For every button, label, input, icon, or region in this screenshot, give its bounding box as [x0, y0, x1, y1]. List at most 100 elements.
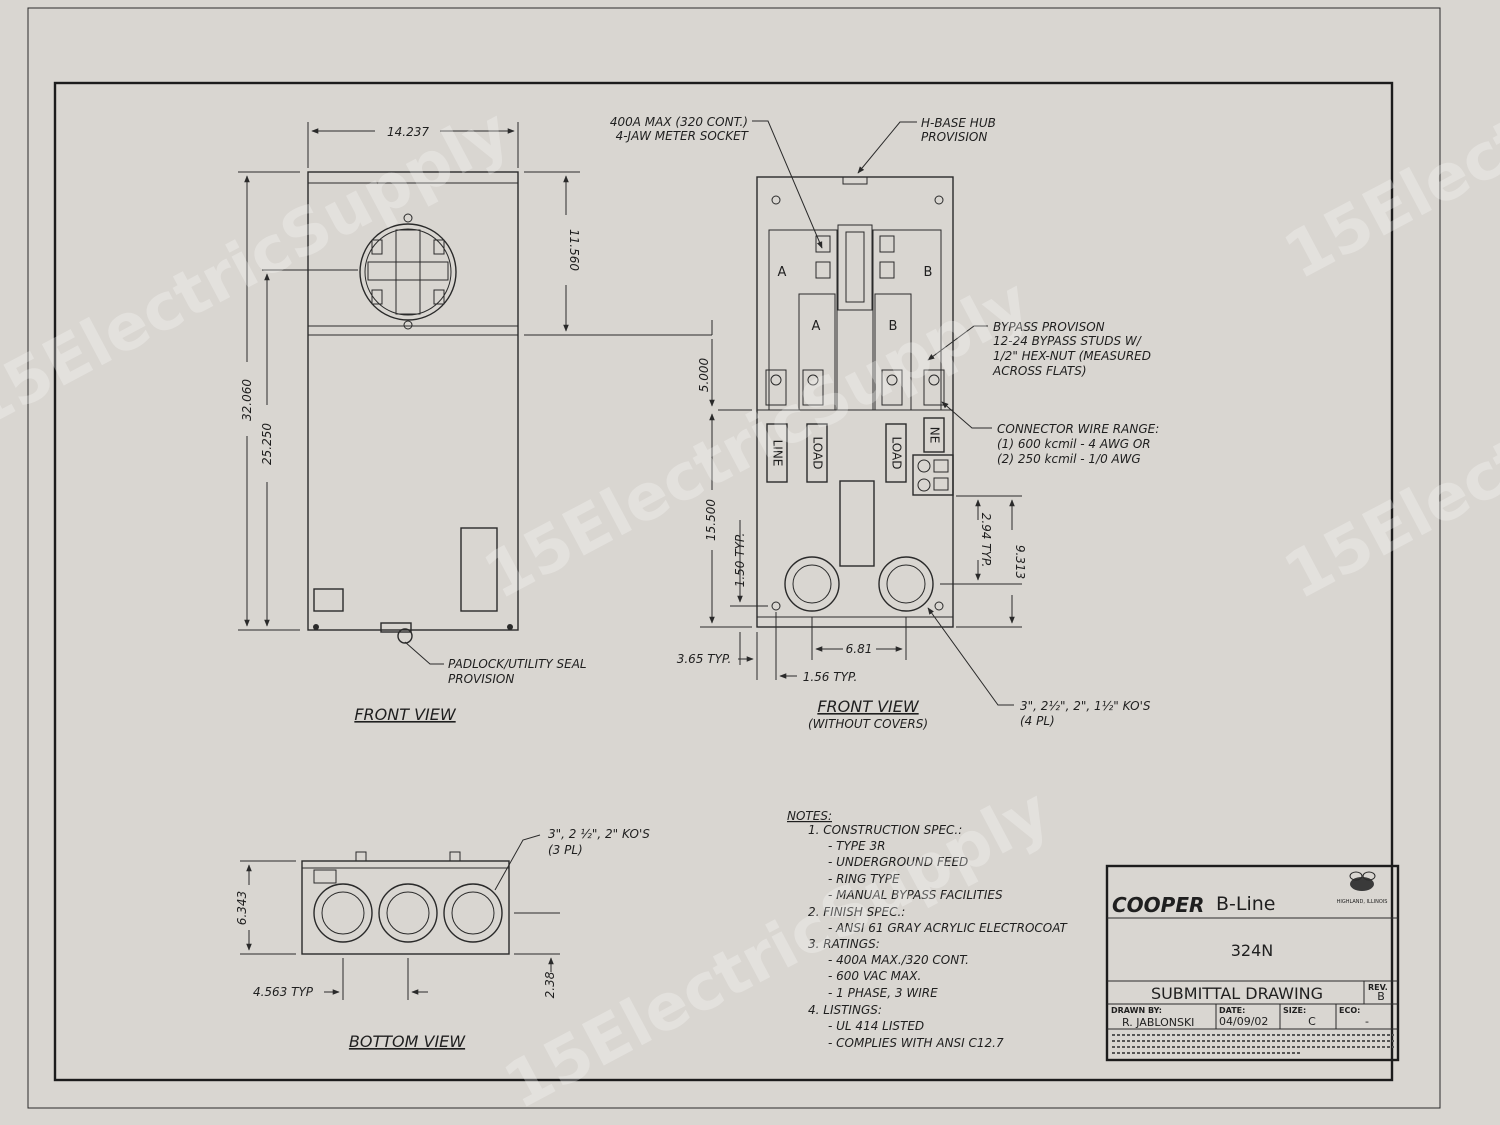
neutral-terminal-block — [912, 454, 954, 496]
terminal-label-b2: B — [889, 319, 898, 334]
padlock-note-line-2: PROVISION — [448, 672, 514, 686]
note-line-1: 1. CONSTRUCTION SPEC.: — [808, 823, 962, 837]
label-window — [460, 527, 498, 612]
drawn-by-value: R. JABLONSKI — [1122, 1016, 1194, 1029]
date-value: 04/09/02 — [1219, 1015, 1268, 1028]
note-line-8: 3. RATINGS: — [808, 937, 880, 951]
bee-logo-icon — [1349, 871, 1376, 891]
note-line-7: - ANSI 61 GRAY ACRYLIC ELECTROCOAT — [828, 921, 1069, 935]
note-line-13: - UL 414 LISTED — [828, 1019, 924, 1033]
brand-logo: COOPER — [1112, 893, 1204, 917]
dim-15500-text: 15.500 — [704, 499, 718, 541]
front-view-title: FRONT VIEW — [354, 705, 457, 724]
notes-heading: NOTES: — [787, 809, 832, 823]
terminal-label-a2: A — [812, 319, 821, 334]
drawing-type: SUBMITTAL DRAWING — [1151, 984, 1323, 1003]
padlock-hasp-icon — [380, 622, 413, 644]
lug-neutral: NE — [923, 417, 945, 453]
outer-border — [27, 7, 1441, 1109]
note-line-10: - 600 VAC MAX. — [828, 969, 921, 983]
note-line-12: 4. LISTINGS: — [808, 1003, 882, 1017]
drawn-by-label: DRAWN BY: — [1111, 1006, 1162, 1015]
callout-bypass-line-2: 12-24 BYPASS STUDS W/ — [993, 334, 1143, 348]
meter-ring-icon — [359, 213, 457, 330]
callout-bypass-line-4: ACROSS FLATS) — [992, 364, 1087, 378]
dim-5000-text: 5.000 — [697, 357, 711, 392]
callout-connector-line-1: CONNECTOR WIRE RANGE: — [997, 422, 1159, 436]
bottom-knockout-3-icon — [443, 883, 503, 943]
eco-label: ECO: — [1339, 1006, 1360, 1015]
svg-text:15ElectricSupply: 15ElectricSupply — [0, 95, 522, 444]
dim-150-text: 1.50 TYP. — [733, 533, 747, 588]
note-line-5: - MANUAL BYPASS FACILITIES — [828, 888, 1003, 902]
dim-socket-text: 11.560 — [567, 229, 581, 271]
dim-9313-text: 9.313 — [1013, 545, 1027, 579]
dim-height-total-text: 32.060 — [240, 379, 254, 421]
callout-ko-line-2: (4 PL) — [1020, 714, 1055, 728]
meter-jaw-assembly — [765, 224, 945, 411]
front-view-open-subtitle: (WITHOUT COVERS) — [808, 717, 928, 731]
callout-socket-line-1: 400A MAX (320 CONT.) — [610, 115, 748, 129]
bottom-enclosure-outline — [301, 860, 510, 955]
dim-width-text: 14.237 — [387, 125, 429, 139]
callout-connector-line-2: (1) 600 kcmil - 4 AWG OR — [997, 437, 1151, 451]
knockout-left-icon — [784, 556, 840, 612]
terminal-label-a1: A — [778, 265, 787, 280]
bottom-dim-typ-text: 4.563 TYP — [253, 985, 314, 999]
part-number: 324N — [1231, 941, 1274, 960]
front-view: 14.237 32.060 25.250 11.560 PADLOCK/UTIL… — [238, 122, 712, 724]
fine-print-lines — [1112, 1034, 1394, 1054]
center-slot — [839, 480, 875, 567]
dim-294-text: 2.94 TYP. — [979, 513, 993, 568]
brand-location: HIGHLAND, ILLINOIS — [1337, 899, 1388, 905]
size-label: SIZE: — [1283, 1006, 1306, 1015]
callout-hub-line-2: PROVISION — [921, 130, 987, 144]
bottom-knockout-2-icon — [378, 883, 438, 943]
brand-sub: B-Line — [1216, 893, 1276, 915]
note-line-2: - TYPE 3R — [828, 839, 885, 853]
callout-socket-line-2: 4-JAW METER SOCKET — [616, 129, 750, 143]
dim-681-text: 6.81 — [846, 642, 873, 656]
bottom-view: 3", 2 ½", 2" KO'S (3 PL) 6.343 4.563 TYP… — [235, 827, 650, 1051]
lug-load-b: LOAD — [885, 423, 907, 483]
svg-text:15ElectricSupply: 15ElectricSupply — [1273, 0, 1500, 294]
notes-block: NOTES: 1. CONSTRUCTION SPEC.: - TYPE 3R … — [787, 809, 1069, 1050]
note-line-6: 2. FINISH SPEC.: — [808, 905, 905, 919]
size-value: C — [1308, 1015, 1316, 1028]
bottom-dim-height-text: 6.343 — [235, 891, 249, 925]
lug-load-a: LOAD — [806, 423, 828, 483]
knockout-plate — [313, 588, 344, 612]
enclosure-outline — [307, 171, 519, 631]
note-line-4: - RING TYPE — [828, 872, 900, 886]
title-block: COOPER B-Line HIGHLAND, ILLINOIS 324N SU… — [1105, 864, 1400, 1062]
rev-label: REV. — [1368, 983, 1388, 992]
lug-line: LINE — [766, 423, 788, 483]
callout-ko-line-1: 3", 2½", 2", 1½" KO'S — [1020, 699, 1151, 713]
dim-height-socket-text: 25.250 — [260, 423, 274, 465]
terminal-label-b1: B — [924, 265, 933, 280]
callout-connector-line-3: (2) 250 kcmil - 1/0 AWG — [997, 452, 1141, 466]
bottom-view-title: BOTTOM VIEW — [349, 1032, 466, 1051]
rev-value: B — [1377, 990, 1385, 1003]
dim-156-text: 1.56 TYP. — [803, 670, 858, 684]
callout-hub-line-1: H-BASE HUB — [921, 116, 996, 130]
note-line-11: - 1 PHASE, 3 WIRE — [828, 986, 938, 1000]
note-line-14: - COMPLIES WITH ANSI C12.7 — [828, 1036, 1004, 1050]
svg-text:LOAD: LOAD — [890, 437, 904, 470]
callout-bypass-line-3: 1/2" HEX-NUT (MEASURED — [993, 349, 1151, 363]
dim-365-text: 3.65 TYP. — [677, 652, 732, 666]
front-view-open: A B A B LINE LOAD LOAD NE — [610, 115, 1159, 731]
bottom-ko-note-line-2: (3 PL) — [548, 843, 583, 857]
note-line-9: - 400A MAX./320 CONT. — [828, 953, 969, 967]
bottom-knockout-1-icon — [313, 883, 373, 943]
date-label: DATE: — [1219, 1006, 1245, 1015]
svg-text:NE: NE — [928, 427, 942, 444]
callout-bypass-line-1: BYPASS PROVISON — [993, 320, 1105, 334]
bottom-dim-offset-text: 2.38 — [543, 971, 557, 998]
note-line-3: - UNDERGROUND FEED — [828, 855, 968, 869]
svg-text:LINE: LINE — [771, 440, 785, 467]
eco-value: - — [1365, 1015, 1369, 1028]
drawing-border — [53, 81, 1394, 1082]
